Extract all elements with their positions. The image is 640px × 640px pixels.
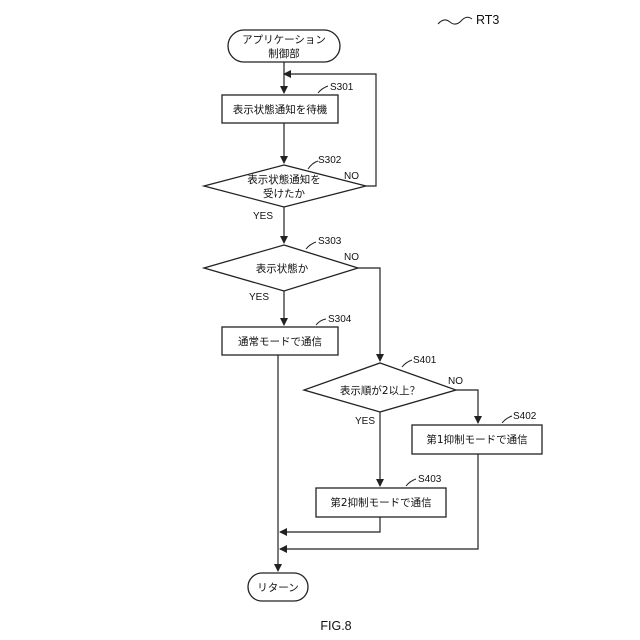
s303-leader bbox=[306, 242, 316, 249]
step-s303-id: S303 bbox=[318, 236, 342, 247]
s304-leader bbox=[316, 319, 326, 325]
arrow-s403-to-merge bbox=[280, 517, 380, 532]
s302-yes-label: YES bbox=[253, 211, 273, 222]
step-s403-id: S403 bbox=[418, 474, 442, 485]
step-s401-id: S401 bbox=[413, 355, 437, 366]
step-s403-text: 第2抑制モードで通信 bbox=[330, 496, 431, 509]
start-line1: アプリケーション bbox=[242, 34, 326, 46]
step-s302-id: S302 bbox=[318, 155, 342, 166]
ref-label-rt3: RT3 bbox=[476, 13, 499, 27]
step-s303-text: 表示状態か bbox=[256, 262, 309, 275]
s302-leader bbox=[308, 161, 318, 169]
s401-yes-label: YES bbox=[355, 416, 375, 427]
start-line2: 制御部 bbox=[268, 47, 300, 60]
step-s402-text: 第1抑制モードで通信 bbox=[426, 433, 527, 446]
s302-no-label: NO bbox=[344, 171, 359, 182]
step-s302-diamond bbox=[204, 165, 366, 207]
s403-leader bbox=[406, 479, 416, 486]
s303-no-label: NO bbox=[344, 252, 359, 263]
step-s304-id: S304 bbox=[328, 314, 352, 325]
return-text: リターン bbox=[257, 582, 298, 594]
step-s301-id: S301 bbox=[330, 82, 354, 93]
s402-leader bbox=[502, 416, 512, 423]
figure-caption: FIG.8 bbox=[320, 619, 351, 633]
s303-yes-label: YES bbox=[249, 292, 269, 303]
s301-leader bbox=[318, 86, 328, 93]
step-s301-text: 表示状態通知を待機 bbox=[233, 103, 328, 116]
s401-leader bbox=[402, 360, 412, 367]
arrow-s303-no-to-s401 bbox=[358, 268, 380, 361]
arrow-s401-no-to-s402 bbox=[456, 390, 478, 423]
ref-leader-rt3 bbox=[438, 17, 472, 24]
s401-no-label: NO bbox=[448, 376, 463, 387]
step-s401-text: 表示順が2以上？ bbox=[340, 384, 420, 397]
step-s304-text: 通常モードで通信 bbox=[238, 335, 322, 348]
step-s302-line1: 表示状態通知を bbox=[247, 173, 321, 186]
step-s302-line2: 受けたか bbox=[263, 188, 305, 200]
step-s402-id: S402 bbox=[513, 411, 537, 422]
